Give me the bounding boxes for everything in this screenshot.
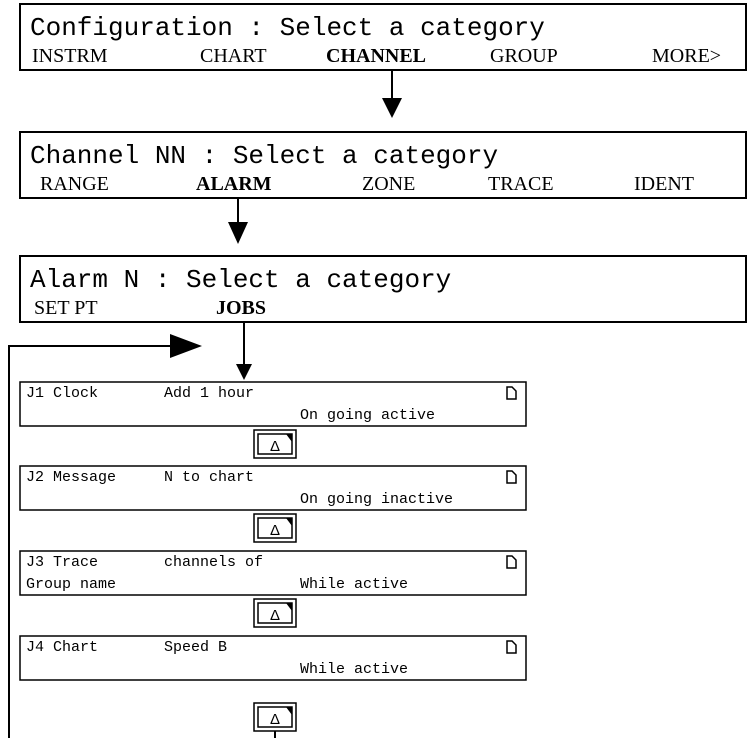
loop-back-arrow (8, 334, 276, 738)
job-parameter-label: N to chart (164, 469, 254, 486)
page-icon (506, 386, 517, 400)
arrow-alarm-to-jobs (236, 322, 252, 380)
menu-item-jobs-selected[interactable]: JOBS (216, 297, 266, 319)
menu-item-chart[interactable]: CHART (200, 45, 267, 67)
channel-screen-frame (19, 131, 747, 199)
arrow-configuration-to-channel (382, 70, 402, 118)
alarm-screen-frame (19, 255, 747, 323)
job-screen-j4: J4 Chart Speed B While active (19, 635, 527, 681)
up-key-3[interactable]: Δ (253, 598, 297, 628)
menu-item-ident[interactable]: IDENT (634, 173, 694, 195)
arrow-channel-to-alarm (228, 198, 248, 244)
job-screen-frame (19, 550, 527, 596)
job-screen-frame (19, 465, 527, 511)
up-key-1[interactable]: Δ (253, 429, 297, 459)
alarm-screen: Alarm N : Select a category SET PT JOBS (19, 255, 747, 323)
job-type-label: J3 Trace (26, 554, 98, 571)
page-icon (506, 555, 517, 569)
menu-item-channel-selected[interactable]: CHANNEL (326, 45, 426, 67)
configuration-screen-frame (19, 3, 747, 71)
page-icon (506, 640, 517, 654)
up-key-icon[interactable] (253, 429, 297, 459)
configuration-screen: Configuration : Select a category INSTRM… (19, 3, 747, 71)
up-key-symbol: Δ (270, 438, 280, 455)
menu-item-instrm[interactable]: INSTRM (32, 45, 108, 67)
configuration-screen-title: Configuration : Select a category (30, 13, 545, 43)
menu-item-set-pt[interactable]: SET PT (34, 297, 98, 319)
job-type-label: J4 Chart (26, 639, 98, 656)
job-type-label: J2 Message (26, 469, 116, 486)
up-key-symbol: Δ (270, 711, 280, 728)
menu-item-trace[interactable]: TRACE (488, 173, 554, 195)
up-key-2[interactable]: Δ (253, 513, 297, 543)
up-key-4[interactable]: Δ (253, 702, 297, 732)
job-screen-frame (19, 381, 527, 427)
job-screen-j2: J2 Message N to chart On going inactive (19, 465, 527, 511)
channel-screen: Channel NN : Select a category RANGE ALA… (19, 131, 747, 199)
up-key-symbol: Δ (270, 607, 280, 624)
menu-item-more[interactable]: MORE> (652, 45, 721, 67)
up-key-icon[interactable] (253, 702, 297, 732)
job-screen-frame (19, 635, 527, 681)
page-icon (506, 470, 517, 484)
job-trigger-label: While active (300, 576, 408, 593)
job-group-label: Group name (26, 576, 116, 593)
up-key-symbol: Δ (270, 522, 280, 539)
menu-item-alarm-selected[interactable]: ALARM (196, 173, 272, 195)
job-screen-j3: J3 Trace channels of Group name While ac… (19, 550, 527, 596)
job-parameter-label: channels of (164, 554, 263, 571)
job-screen-j1: J1 Clock Add 1 hour On going active (19, 381, 527, 427)
menu-item-zone[interactable]: ZONE (362, 173, 415, 195)
job-parameter-label: Speed B (164, 639, 227, 656)
alarm-screen-title: Alarm N : Select a category (30, 265, 451, 295)
job-trigger-label: On going inactive (300, 491, 453, 508)
job-parameter-label: Add 1 hour (164, 385, 254, 402)
job-trigger-label: On going active (300, 407, 435, 424)
job-trigger-label: While active (300, 661, 408, 678)
menu-item-range[interactable]: RANGE (40, 173, 109, 195)
menu-item-group[interactable]: GROUP (490, 45, 558, 67)
up-key-icon[interactable] (253, 598, 297, 628)
job-type-label: J1 Clock (26, 385, 98, 402)
up-key-icon[interactable] (253, 513, 297, 543)
channel-screen-title: Channel NN : Select a category (30, 141, 498, 171)
